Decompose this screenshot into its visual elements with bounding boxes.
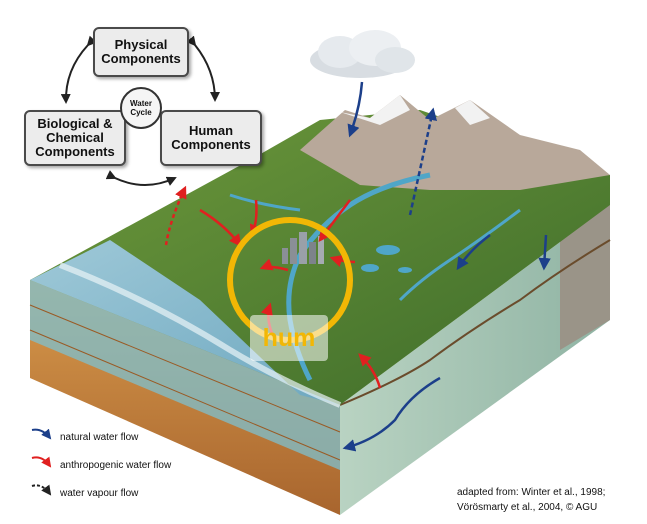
block-front-face: [29, 280, 341, 515]
water-vapour-flow-arrows: [408, 107, 437, 216]
physical-components-box: Physical Components: [93, 27, 189, 77]
natural-flow-arrow-icon: [31, 428, 52, 440]
natural-water-flow-arrows: [342, 81, 551, 452]
lakes: [361, 245, 412, 273]
water-cycle-circle: Water Cycle: [120, 87, 162, 129]
vapour-flow-arrow-icon: [31, 484, 52, 496]
concept-cycle-arrows: [60, 35, 220, 186]
city-buildings: [282, 232, 324, 264]
legend-arrows: [31, 428, 52, 496]
human-components-box: Human Components: [160, 110, 262, 166]
anthropogenic-flow-arrow-icon: [31, 456, 52, 468]
legend-vapour-label: water vapour flow: [60, 488, 139, 499]
biological-chemical-components-box: Biological & Chemical Components: [24, 110, 126, 166]
legend-natural-label: natural water flow: [60, 432, 139, 443]
source-credit: adapted from: Winter et al., 1998; Vörös…: [457, 487, 606, 513]
mountain-range: [300, 95, 610, 190]
cloud: [310, 30, 415, 78]
legend-anthropogenic-label: anthropogenic water flow: [60, 460, 172, 471]
highlight-label: hum: [250, 315, 328, 361]
